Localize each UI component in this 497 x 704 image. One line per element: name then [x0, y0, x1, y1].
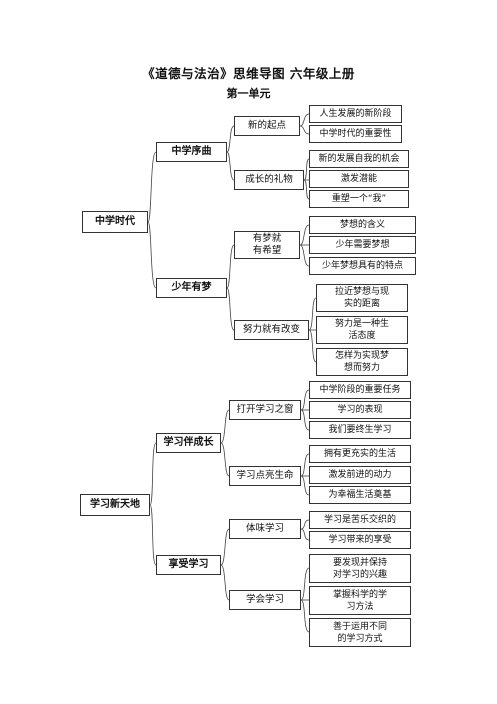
leaf-node: 要发现并保持对学习的兴趣: [309, 554, 411, 583]
sub-node: 新的起点: [234, 116, 300, 136]
leaf-node: 激发潜能: [309, 170, 409, 188]
connector-b4-sub1: [220, 528, 230, 566]
leaf-node: 拥有更充实的生活: [309, 445, 411, 463]
connector-b1-sub1: [226, 125, 235, 153]
root-node: 学习新天地: [80, 494, 150, 516]
connector-leaf: [300, 409, 310, 431]
connector-leaf: [308, 297, 317, 331]
leaf-node: 掌握科学的学习方法: [309, 586, 411, 615]
connector-b2-sub2: [226, 287, 235, 331]
root-node: 中学时代: [82, 211, 148, 233]
leaf-node: 我们要终生学习: [309, 421, 411, 439]
sub-node: 学习点亮生命: [229, 466, 301, 486]
connector-leaf: [308, 329, 317, 363]
connector-leaf: [303, 179, 310, 200]
leaf-node: 梦想的含义: [309, 216, 416, 234]
leaf-node: 人生发展的新阶段: [309, 105, 402, 123]
connector-leaf: [299, 224, 310, 246]
connector-leaf: [299, 113, 310, 127]
connector-b2-sub1: [226, 244, 235, 289]
leaf-node: 中学阶段的重要任务: [309, 381, 411, 399]
connector-b1-sub2: [226, 151, 235, 181]
sub-node: 努力就有改变: [234, 320, 309, 340]
sub-node: 体味学习: [229, 519, 301, 539]
connector-root2-branch1: [149, 442, 157, 506]
connector-leaf: [300, 453, 310, 477]
leaf-node: 重塑一个“我”: [309, 190, 409, 208]
connector-leaf: [299, 244, 310, 267]
branch-node: 中学序曲: [156, 142, 227, 162]
leaf-node: 拉近梦想与现实的距离: [316, 284, 408, 312]
leaf-node: 少年梦想具有的特点: [309, 257, 416, 275]
leaf-node: 为幸福生活奠基: [309, 486, 411, 504]
branch-node: 享受学习: [156, 555, 221, 575]
connector-leaf: [300, 389, 310, 411]
leaf-node: 新的发展自我的机会: [309, 150, 409, 168]
branch-node: 少年有梦: [156, 278, 227, 298]
sub-node: 打开学习之窗: [229, 400, 301, 420]
sub-node: 学会学习: [229, 590, 301, 610]
connector-root1-branch2: [147, 221, 157, 289]
connector-b4-sub2: [220, 564, 230, 601]
page-title: 《道德与法治》思维导图 六年级上册: [142, 66, 355, 81]
connector-root1-branch1: [147, 151, 157, 223]
connector-root2-branch2: [149, 504, 157, 566]
branch-node: 学习伴成长: [156, 433, 221, 453]
sub-node: 有梦就 有希望: [234, 231, 300, 259]
leaf-node: 激发前进的动力: [309, 466, 411, 484]
connector-b3-sub1: [220, 409, 230, 444]
leaf-node: 学习带来的享受: [309, 531, 411, 549]
leaf-node: 学习的表现: [309, 401, 411, 419]
leaf-node: 学习是苦乐交织的: [309, 511, 411, 529]
leaf-node: 努力是一种生活态度: [316, 316, 408, 344]
connector-leaf: [303, 158, 310, 181]
connector-leaf: [300, 567, 310, 601]
leaf-node: 少年需要梦想: [309, 236, 416, 254]
leaf-node: 中学时代的重要性: [309, 125, 402, 143]
connector-leaf: [300, 475, 310, 496]
connector-leaf: [300, 599, 310, 633]
leaf-node: 怎样为实现梦想而努力: [316, 348, 408, 376]
connector-leaf: [299, 125, 310, 135]
connector-leaf: [300, 519, 310, 530]
connector-b3-sub2: [220, 442, 230, 477]
sub-node: 成长的礼物: [234, 170, 304, 190]
leaf-node: 善于运用不同的学习方式: [309, 618, 411, 647]
connector-leaf: [300, 528, 310, 541]
unit-heading: 第一单元: [226, 87, 271, 100]
